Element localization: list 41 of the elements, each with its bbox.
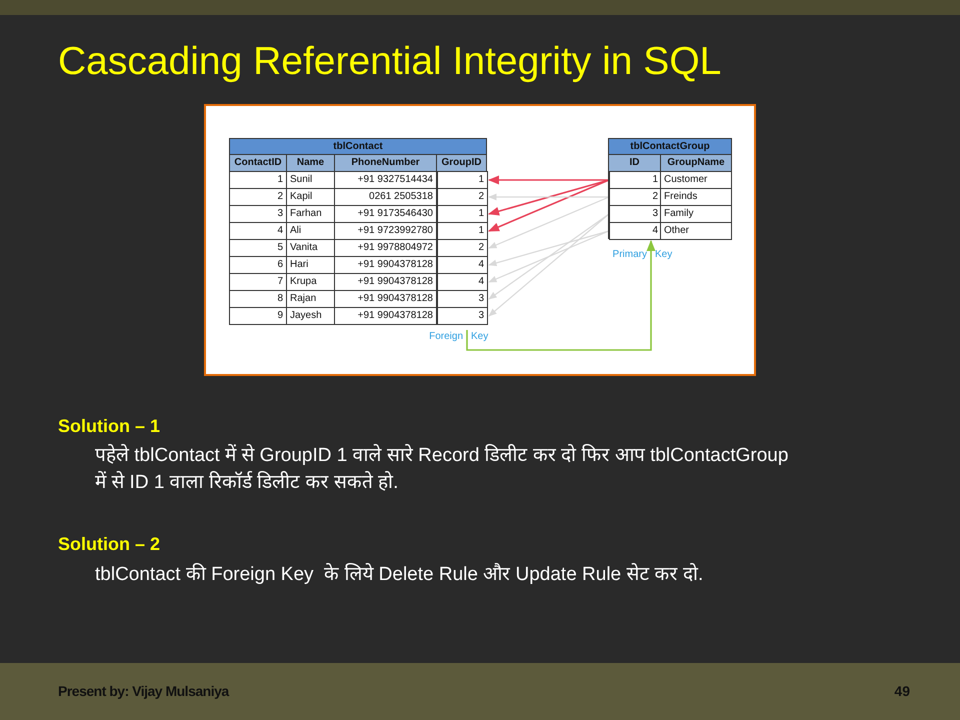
- arrow: [488, 179, 610, 232]
- table-cell: +91 9904378128: [334, 307, 437, 325]
- table-cell: 4: [437, 256, 488, 274]
- table-title: tblContact: [230, 139, 486, 155]
- column-header: GroupID: [436, 154, 487, 172]
- arrow: [488, 230, 610, 283]
- column-header: ID: [608, 154, 661, 172]
- key-label: Foreign: [429, 330, 463, 343]
- data-table: [229, 138, 487, 324]
- page-number: 49: [893, 683, 910, 701]
- table-cell: Other: [660, 222, 732, 240]
- key-label: Key: [655, 248, 674, 262]
- arrow: [488, 176, 609, 184]
- arrow: [488, 230, 610, 266]
- table-cell: 3: [437, 307, 488, 325]
- key-arrow: [466, 240, 656, 351]
- presenter-text: Present by: Vijay Mulsaniya: [58, 683, 230, 701]
- table-cell: 1: [437, 222, 488, 240]
- arrow: [488, 196, 610, 249]
- arrow: [488, 194, 609, 200]
- solution-heading: Solution – 2: [58, 534, 162, 556]
- column-header: GroupName: [660, 154, 732, 172]
- table-cell: 1: [437, 205, 488, 223]
- table-cell: 4: [437, 273, 488, 291]
- column-header: Name: [286, 154, 335, 172]
- solution-text: tblContact की Foreign Key के लिये Delete Rule और Update Rule सेट कर दो.: [95, 562, 704, 587]
- key-label: Key: [471, 330, 488, 343]
- arrow: [488, 214, 610, 300]
- arrow: [488, 214, 610, 317]
- table-cell: 3: [437, 290, 488, 308]
- table-cell: 4: [609, 222, 662, 240]
- solution-heading: Solution – 1: [58, 416, 162, 438]
- solution-text: पहेले tblContact में से GroupID 1 वाले सारे Record डिलीट कर दो फिर आप tblContactGroup में से ID 1 वाला रिकॉर्ड डिलीट कर सकते हो.: [95, 443, 790, 495]
- key-label: Primary: [612, 248, 647, 262]
- column-header: PhoneNumber: [334, 154, 437, 172]
- column-header: ContactID: [229, 154, 287, 172]
- table-title: tblContactGroup: [609, 139, 731, 155]
- table-cell: 2: [437, 239, 488, 257]
- data-table: [608, 138, 732, 239]
- table-cell: 2: [437, 188, 488, 206]
- slide-title: Cascading Referential Integrity in SQL: [58, 40, 722, 84]
